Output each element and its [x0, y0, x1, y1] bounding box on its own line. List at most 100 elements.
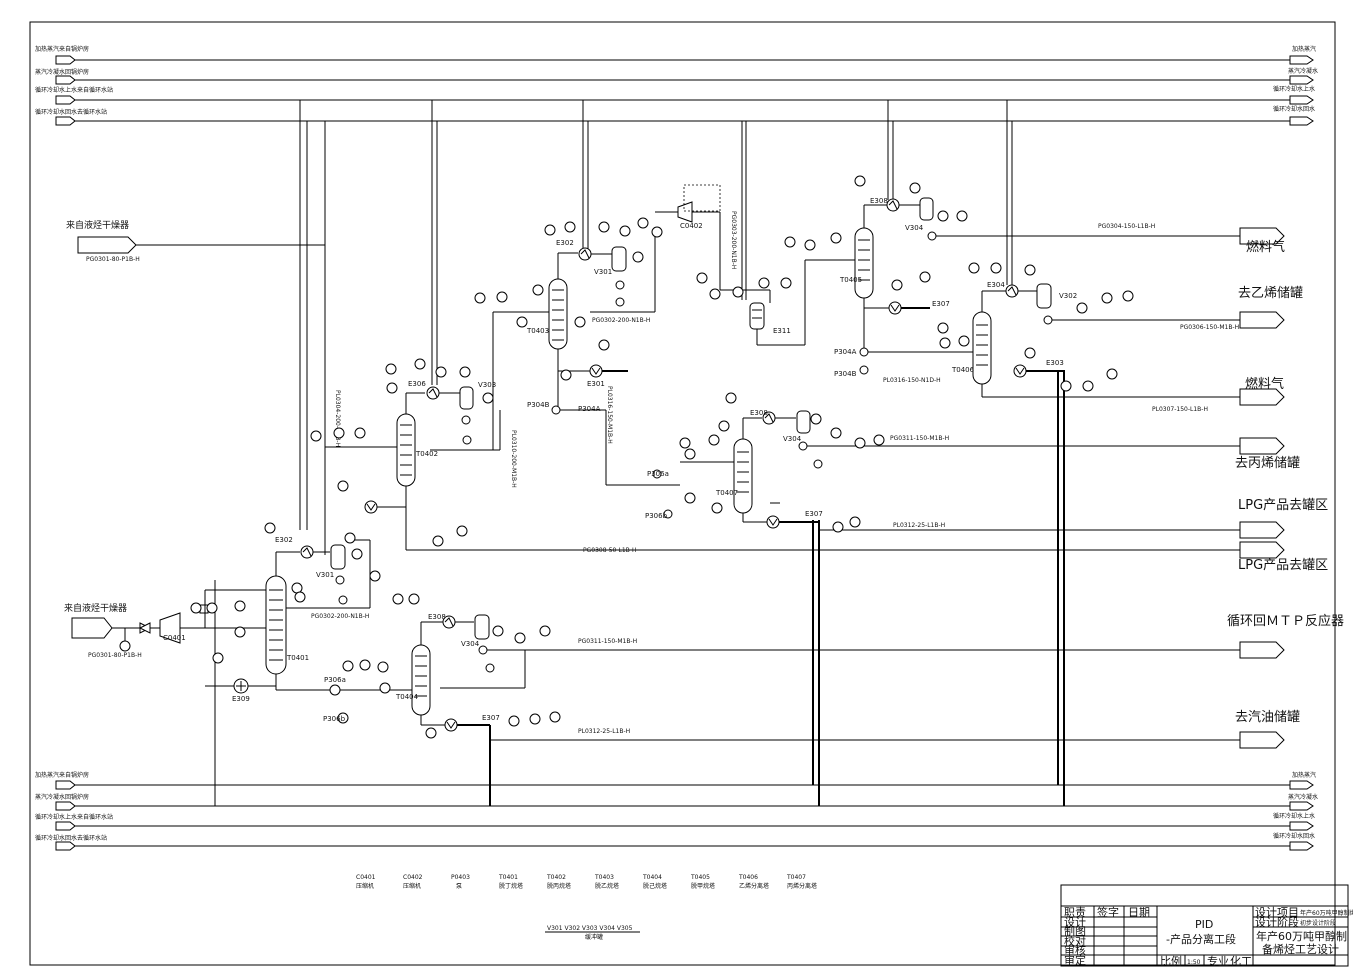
utility-bottom-dest: 循环冷却水上水: [1273, 812, 1315, 820]
outlets: 燃料气 去乙烯储罐 燃料气 去丙烯储罐 LPG产品去罐区 LPG产品去罐区 循环…: [1227, 227, 1344, 749]
equipment-tag: T0403: [526, 327, 549, 335]
legend-tag: C0401: [356, 874, 376, 881]
reboiler-e307-upper: E307: [864, 300, 950, 315]
project-name-line2: 备烯烃工艺设计: [1262, 942, 1339, 956]
reboiler-e303: E303 PL0307-150-L1B-H: [982, 359, 1240, 413]
pipe-label: PL0316-150-N1D-H: [883, 377, 941, 384]
equipment-tag: P306b: [323, 715, 346, 723]
pipe-label: PL0310-200-M1B-H: [510, 430, 517, 488]
title-role: 校对: [1064, 934, 1086, 948]
reboiler-t0402: [364, 500, 378, 514]
pumps-p306-lower: P306a P306b: [276, 676, 412, 724]
pipe-label: PL0304-200-N1B-H: [334, 390, 341, 447]
legend-desc: 压缩机: [403, 882, 421, 890]
utility-top-dest: 循环冷却水回水: [1273, 105, 1315, 113]
equipment-tag: T0404: [395, 693, 419, 701]
equipment-tag: E307: [482, 714, 500, 722]
equipment-tag: P304B: [527, 401, 550, 409]
product-line-t0402: PG0308-50-L1B-H PL0310-200-M1B-H PL0304-…: [334, 390, 1240, 554]
project-name-line1: 年产60万吨甲醇制: [1256, 929, 1347, 943]
outlet-label: 循环回ＭＴＰ反应器: [1227, 613, 1344, 629]
legend-desc: 乙烯分离塔: [739, 882, 769, 890]
equipment-tag: P304B: [834, 370, 857, 378]
outlet-line-number: PL0312-25-L1B-H: [893, 522, 945, 529]
legend-desc: 脱己烷塔: [643, 882, 667, 890]
title-block: 职责 签字 日期 设计 制图 校对 审核 审定 PID -产品分离工段 设计项目…: [1060, 884, 1353, 968]
equipment-tag: V302: [1059, 292, 1077, 300]
outlet-label: 去乙烯储罐: [1238, 286, 1303, 301]
outlet-line-number: PG0311-150-M1B-H: [890, 435, 949, 442]
reboiler-e307-mid: E307 PL0312-25-L1B-H: [743, 502, 1240, 531]
equipment-tag: E302: [275, 536, 293, 544]
column-t0404: T0404: [395, 621, 443, 725]
top-utility-headers: 加热蒸汽来自锅炉房 蒸汽冷凝水回锅炉房 循环冷却水上水来自循环水站 循环冷却水回…: [35, 45, 1318, 126]
legend-tag: P0403: [451, 874, 470, 881]
pumps-p306-mid: P306a P306b: [645, 469, 673, 520]
column-t0406: T0406: [951, 290, 1006, 397]
legend-desc: 脱乙烷塔: [595, 882, 619, 890]
legend-desc: 脱丁烷塔: [499, 882, 523, 890]
title-date-header: 日期: [1128, 906, 1150, 919]
utility-top-label: 加热蒸汽来自锅炉房: [35, 45, 89, 53]
legend-tag: T0402: [546, 874, 566, 881]
equipment-tag: P304A: [834, 348, 857, 356]
stage-value: 初步设计阶段: [1300, 919, 1336, 927]
equipment-tag: V304: [783, 435, 802, 443]
pipe-label: PG0303-200-N1B-H: [730, 211, 737, 269]
outlet-line-number: PG0304-150-L1B-H: [1098, 223, 1155, 230]
equipment-tag: T0406: [951, 366, 975, 374]
outlet-label: 燃料气: [1245, 376, 1284, 392]
pipe-label: PG0302-200-N1B-H: [311, 613, 369, 620]
equipment-tag: P304A: [578, 405, 601, 413]
equipment-tag: T0401: [286, 654, 309, 662]
legend-desc: 压缩机: [356, 882, 374, 890]
legend-desc: 丙烯分离塔: [787, 882, 817, 890]
drawing-subtitle: -产品分离工段: [1166, 932, 1236, 946]
legend-desc: 脱丙烷塔: [547, 882, 571, 890]
drawing-border: [29, 21, 1336, 966]
compressor-c0402: C0402: [655, 184, 721, 290]
column-t0403: T0403: [492, 252, 578, 450]
discipline-value: 化工: [1230, 954, 1252, 968]
instrument-bubbles: [190, 175, 1134, 739]
bottom-utility-headers: 加热蒸汽来自锅炉房 蒸汽冷凝水回锅炉房 循环冷却水上水来自循环水站 循环冷却水回…: [35, 771, 1318, 851]
equipment-tag: E308: [750, 409, 768, 417]
legend-desc: 脱甲烷塔: [691, 882, 715, 890]
discipline-label: 专业: [1207, 954, 1229, 968]
utility-bottom-label: 蒸汽冷凝水回锅炉房: [35, 793, 89, 801]
inlet-label: 来自液烃干燥器: [66, 219, 129, 231]
utility-bottom-dest: 加热蒸汽: [1292, 771, 1316, 779]
reboiler-e309: E309: [205, 678, 276, 703]
outlet-line-number: PL0312-25-L1B-H: [578, 728, 630, 735]
legend-tag: T0406: [738, 874, 758, 881]
drawing-title: PID: [1195, 918, 1213, 931]
equipment-tag: V303: [478, 381, 496, 389]
condenser-e302-lower: E302 V301 PG0302-200-N1B-H: [275, 536, 371, 620]
equipment-tag: E302: [556, 239, 574, 247]
utility-top-label: 循环冷却水上水来自循环水站: [35, 86, 113, 94]
equipment-tag: E301: [587, 380, 605, 388]
project-header: 设计项目: [1255, 906, 1299, 919]
inlet-label: 来自液烃干燥器: [64, 602, 127, 614]
equipment-tag: T0402: [415, 450, 438, 458]
column-t0407: T0407: [680, 417, 762, 522]
outlet-label: 燃料气: [1246, 239, 1285, 255]
utility-top-dest: 加热蒸汽: [1292, 45, 1316, 53]
title-sign-header: 签字: [1097, 905, 1119, 919]
legend-desc: 泵: [456, 883, 462, 890]
equipment-tag: E311: [773, 327, 791, 335]
column-t0402: T0402: [325, 392, 440, 551]
outlet-label: 去丙烯储罐: [1235, 456, 1300, 471]
outlet-label: 去汽油储罐: [1235, 710, 1300, 725]
scale-value: 1:50: [1187, 959, 1201, 966]
legend-tag: T0403: [594, 874, 614, 881]
equipment-tag: E308: [870, 197, 888, 205]
equipment-tag: E309: [232, 695, 250, 703]
condenser-e308-mid: E308 V304 PG0311-150-M1B-H: [750, 409, 1240, 469]
stage-header: 设计阶段: [1255, 915, 1299, 929]
equipment-tag: V304: [461, 640, 480, 648]
pumps-p304-upper: P304B P304A PL0316-150-M1B-H: [527, 386, 680, 486]
equipment-tag: V301: [594, 268, 612, 276]
outlet-line-number: PG0306-150-M1B-H: [1180, 324, 1239, 331]
